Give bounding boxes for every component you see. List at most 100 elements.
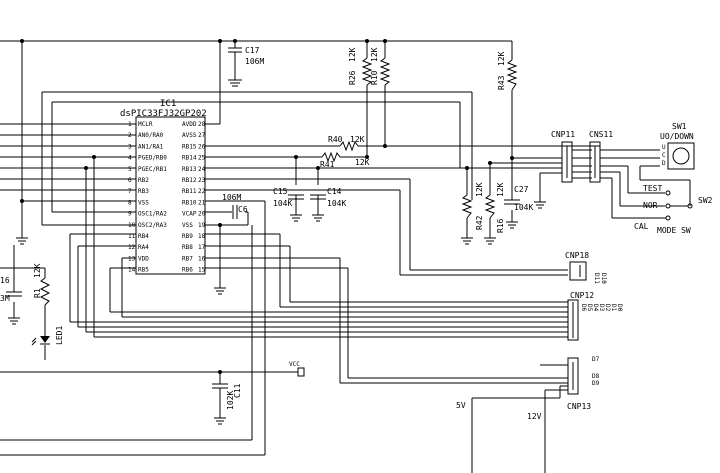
c14-value: 104K [327,199,346,208]
sw1-pin-u: U [662,144,666,151]
resistor-r10 [379,57,391,86]
led1-label: LED1 [55,326,64,345]
ic1-pin-name: VCAP [182,211,197,218]
r26-value: 12K [348,47,357,62]
led1-diode [31,330,50,346]
d11-label: D11 [593,273,600,284]
d10-label: D10 [600,273,607,284]
r10-ref: R10 [370,70,379,85]
nor-label: NOR [643,201,658,210]
rail-12v-label: 12V [527,412,542,421]
c27-ref: C27 [514,185,529,194]
ic1-pin-number: 23 [198,177,206,184]
ground-icon [534,201,546,209]
sw1-ref-label: SW1 [672,122,687,131]
c27-value: 104K [514,203,533,212]
ic1-pin-name: PGED/RB0 [138,155,167,162]
ic1-pin-name: RB8 [182,244,193,251]
sw1-name-label: UO/DOWN [660,132,694,141]
d8-label: D8 [592,373,600,380]
component-labels: C17 106M R26 12K R10 12K R43 12K R40 12K… [0,46,542,421]
ic1-pin-name: RB13 [182,166,197,173]
ic1-pin-name: RA4 [138,244,149,251]
c17-value: 106M [245,57,264,66]
r41-value: 12K [355,158,370,167]
cnp12-label: CNP12 [570,291,594,300]
c16-ref-fragment: 16 [0,276,10,285]
ic1-pin-name: AN0/RA0 [138,132,164,139]
capacitors [6,47,520,396]
connector-cnp11: CNP11 [551,130,592,183]
resistor-r1 [39,277,51,306]
ic1-pin-number: 28 [198,121,206,128]
d9-label: D9 [592,380,600,387]
ic1-pin-number: 14 [128,267,136,274]
ic1-pin-name: RB9 [182,233,193,240]
ic1-pin-number: 19 [198,222,206,229]
ic1-pin-name: AVDD [182,121,197,128]
ground-icon [214,417,226,425]
c6-value: 106M [222,193,241,202]
r43-ref: R43 [497,75,506,90]
ic1-pin-number: 13 [128,255,136,262]
mode-sw-label: MODE SW [657,226,691,235]
r40-ref: R40 [328,135,343,144]
resistor-r43 [506,59,518,91]
ground-icon [290,214,302,222]
ground-icon [16,237,28,245]
resistor-r41 [321,151,341,163]
ground-icon [312,214,324,222]
r26-ref: R26 [348,70,357,85]
r42-ref: R42 [475,215,484,230]
r42-value: 12K [475,182,484,197]
cnp13-label: CNP13 [567,402,591,411]
ic1-pin-name: OSC2/RA3 [138,222,167,229]
ic1-pin-number: 12 [128,244,136,251]
r16-value: 12K [496,182,505,197]
resistor-r16 [484,194,496,219]
ic1-pin-name: OSC1/RA2 [138,211,167,218]
cnp11-label: CNP11 [551,130,575,139]
cnp18-label: CNP18 [565,251,589,260]
ic1-pin-number: 16 [198,255,206,262]
ground-icon [484,237,496,245]
connector-cns11: CNS11 [589,130,613,183]
ic1-pin-number: 4 [128,155,132,162]
ic1-pin-name: RB12 [182,177,197,184]
ic1-pin-number: 21 [198,199,206,206]
r1-value: 12K [33,263,42,278]
ic1-pin-name: RB11 [182,188,197,195]
cns11-label: CNS11 [589,130,613,139]
ic1-pin-number: 6 [128,177,132,184]
connector-cnp12: CNP12 D6 D5 D4 D3 D2 D1 D0 [567,291,623,341]
resistor-r26 [361,57,373,86]
ic1-pin-number: 17 [198,244,206,251]
ground-icon [228,79,242,87]
sw1-pin-d: D [662,160,666,167]
ic1-pin-name: VSS [138,199,149,206]
ic1-pin-number: 3 [128,143,132,150]
c16-value-fragment: 3M [0,294,10,303]
d0-label: D0 [616,304,623,312]
ic1-pin-number: 26 [198,143,206,150]
d4-label: D4 [592,304,599,312]
d7-label: D7 [592,356,600,363]
ground-symbols [8,79,546,425]
ic1-pin-name: RB5 [138,267,149,274]
c17-ref: C17 [245,46,260,55]
ic1-pin-number: 24 [198,166,206,173]
c11-value: 102K [226,391,235,410]
ic1-pin-number: 20 [198,211,206,218]
ic1-pin-name: AN1/RA1 [138,143,164,150]
sw1-pin-c: C [662,152,666,159]
vcc-label: VCC [289,361,300,368]
connector-cnp13: CNP13 D7 D8 D9 [567,356,600,411]
sw2-label: SW2 [698,196,713,205]
rail-5v-label: 5V [456,401,466,410]
ic1-pin-name: AVSS [182,132,197,139]
ground-icon [461,237,473,245]
r43-value: 12K [497,51,506,66]
c14-ref: C14 [327,187,342,196]
resistor-r42 [461,194,473,219]
